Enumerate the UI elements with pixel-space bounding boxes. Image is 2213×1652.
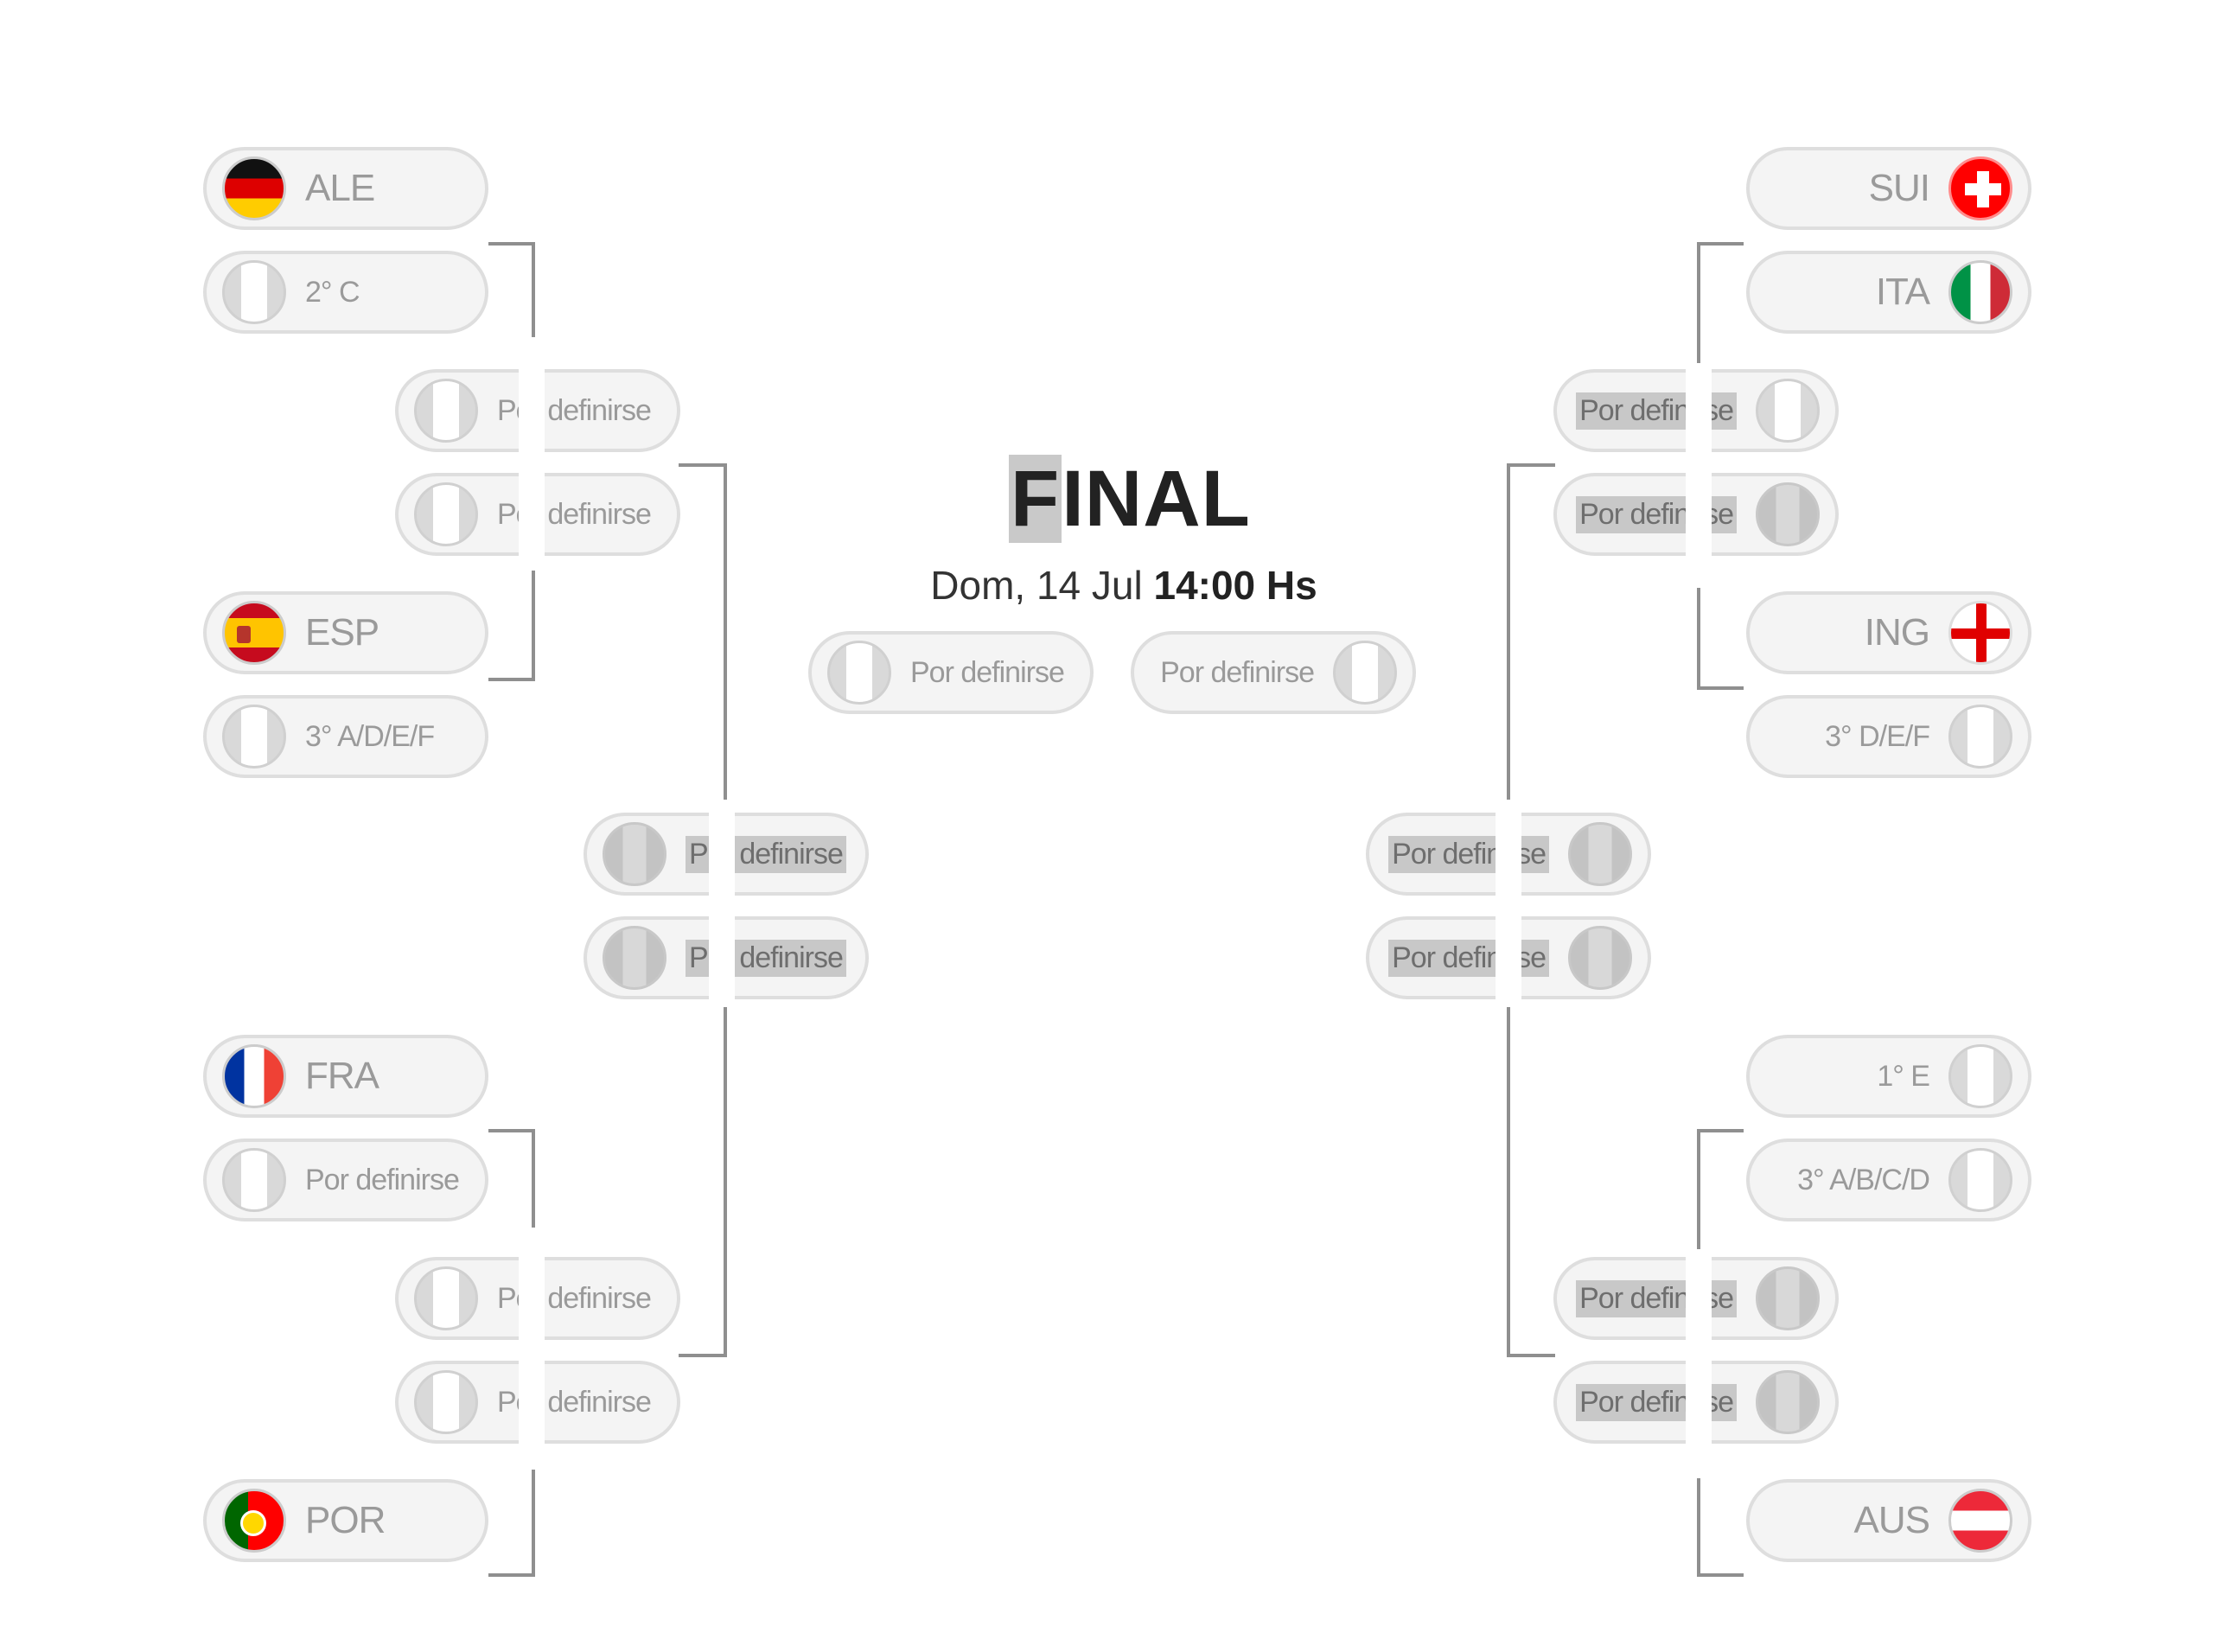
england-flag-icon	[1948, 601, 2012, 665]
placeholder-flag-icon	[1756, 1266, 1820, 1330]
final-time: 14:00 Hs	[1153, 563, 1317, 608]
austria-flag-icon	[1948, 1489, 2012, 1553]
placeholder-flag-icon	[1948, 1044, 2012, 1108]
team-label: FRA	[305, 1055, 379, 1097]
team-label: 1° E	[1877, 1059, 1930, 1093]
team-label: 2° C	[305, 275, 360, 309]
team-label: Por definirse	[910, 655, 1065, 689]
team-label: 3° A/B/C/D	[1797, 1163, 1930, 1196]
team-slot-1e[interactable]: 1° E	[1746, 1035, 2031, 1118]
team-slot-3abcd[interactable]: 3° A/B/C/D	[1746, 1139, 2031, 1221]
final-title-first-letter: F	[1009, 455, 1062, 543]
team-slot-3def[interactable]: 3° D/E/F	[1746, 695, 2031, 778]
team-label: 3° D/E/F	[1825, 719, 1930, 753]
spain-flag-icon	[222, 601, 286, 665]
final-date: Dom, 14 Jul 14:00 Hs	[899, 562, 1349, 609]
team-slot-ale[interactable]: ALE	[203, 147, 488, 230]
final-date-day: Dom, 14 Jul	[930, 563, 1143, 608]
placeholder-flag-icon	[1568, 926, 1632, 990]
portugal-flag-icon	[222, 1489, 286, 1553]
team-label: Por definirse	[305, 1163, 460, 1196]
placeholder-flag-icon	[1948, 705, 2012, 769]
team-label: ESP	[305, 611, 379, 654]
team-label: Por definirse	[1160, 655, 1315, 689]
bracket-gap-mask	[1686, 363, 1712, 588]
team-slot-2c[interactable]: 2° C	[203, 251, 488, 334]
team-slot-por[interactable]: POR	[203, 1479, 488, 1562]
placeholder-flag-icon	[414, 1266, 478, 1330]
team-label: Por definirse	[1388, 939, 1549, 977]
team-label: AUS	[1853, 1499, 1930, 1541]
germany-flag-icon	[222, 156, 286, 220]
final-title-rest: INAL	[1062, 455, 1251, 543]
placeholder-flag-icon	[1756, 1370, 1820, 1434]
france-flag-icon	[222, 1044, 286, 1108]
team-slot-aus[interactable]: AUS	[1746, 1479, 2031, 1562]
team-label: ITA	[1875, 271, 1930, 313]
team-slot-esp[interactable]: ESP	[203, 591, 488, 674]
team-slot-3adef[interactable]: 3° A/D/E/F	[203, 695, 488, 778]
final-slot-2[interactable]: Por definirse	[1131, 631, 1416, 714]
placeholder-flag-icon	[1568, 822, 1632, 886]
italy-flag-icon	[1948, 260, 2012, 324]
final-title: FINAL	[1009, 454, 1250, 545]
team-label: ALE	[305, 167, 375, 209]
placeholder-flag-icon	[827, 641, 891, 705]
placeholder-flag-icon	[603, 822, 666, 886]
team-label: ING	[1864, 611, 1930, 654]
bracket-gap-mask	[709, 800, 735, 1007]
placeholder-flag-icon	[1948, 1148, 2012, 1212]
team-slot-sui[interactable]: SUI	[1746, 147, 2031, 230]
team-label: Por definirse	[1388, 835, 1549, 873]
placeholder-flag-icon	[222, 705, 286, 769]
team-slot-tbd[interactable]: Por definirse	[203, 1139, 488, 1221]
team-slot-fra[interactable]: FRA	[203, 1035, 488, 1118]
switzerland-flag-icon	[1948, 156, 2012, 220]
bracket-gap-mask	[1496, 800, 1521, 1007]
placeholder-flag-icon	[1756, 482, 1820, 546]
placeholder-flag-icon	[414, 482, 478, 546]
placeholder-flag-icon	[222, 1148, 286, 1212]
placeholder-flag-icon	[414, 379, 478, 443]
bracket-gap-mask	[1686, 1249, 1712, 1478]
team-label: 3° A/D/E/F	[305, 719, 435, 753]
team-slot-ing[interactable]: ING	[1746, 591, 2031, 674]
placeholder-flag-icon	[603, 926, 666, 990]
bracket-gap-mask	[519, 337, 545, 571]
placeholder-flag-icon	[1756, 379, 1820, 443]
placeholder-flag-icon	[222, 260, 286, 324]
team-label: SUI	[1868, 167, 1930, 209]
bracket-gap-mask	[519, 1228, 545, 1470]
team-slot-ita[interactable]: ITA	[1746, 251, 2031, 334]
placeholder-flag-icon	[1333, 641, 1397, 705]
team-label: POR	[305, 1499, 386, 1541]
placeholder-flag-icon	[414, 1370, 478, 1434]
final-slot-1[interactable]: Por definirse	[808, 631, 1094, 714]
